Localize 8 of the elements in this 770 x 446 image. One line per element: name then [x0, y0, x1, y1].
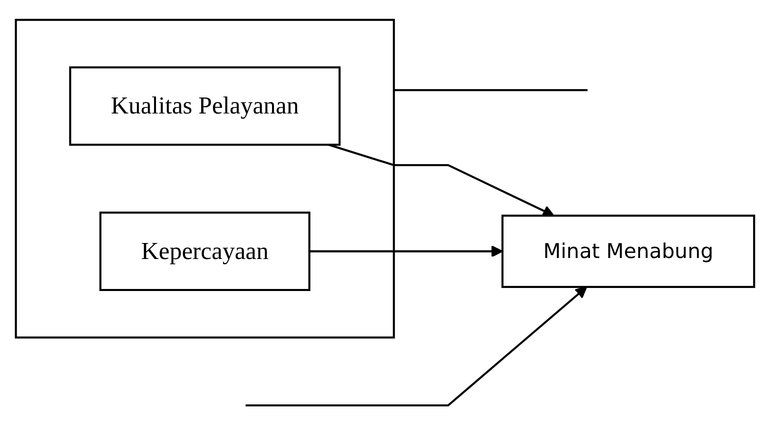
arrow: [309, 246, 504, 258]
arrow: [246, 286, 588, 407]
node-box: Minat Menabung: [501, 214, 756, 288]
cluster: [14, 19, 395, 339]
node-box: Kepercayaan: [99, 212, 310, 292]
arrow: [328, 144, 554, 217]
node-box: Kualitas Pelayanan: [69, 66, 341, 146]
connector: [394, 89, 588, 92]
